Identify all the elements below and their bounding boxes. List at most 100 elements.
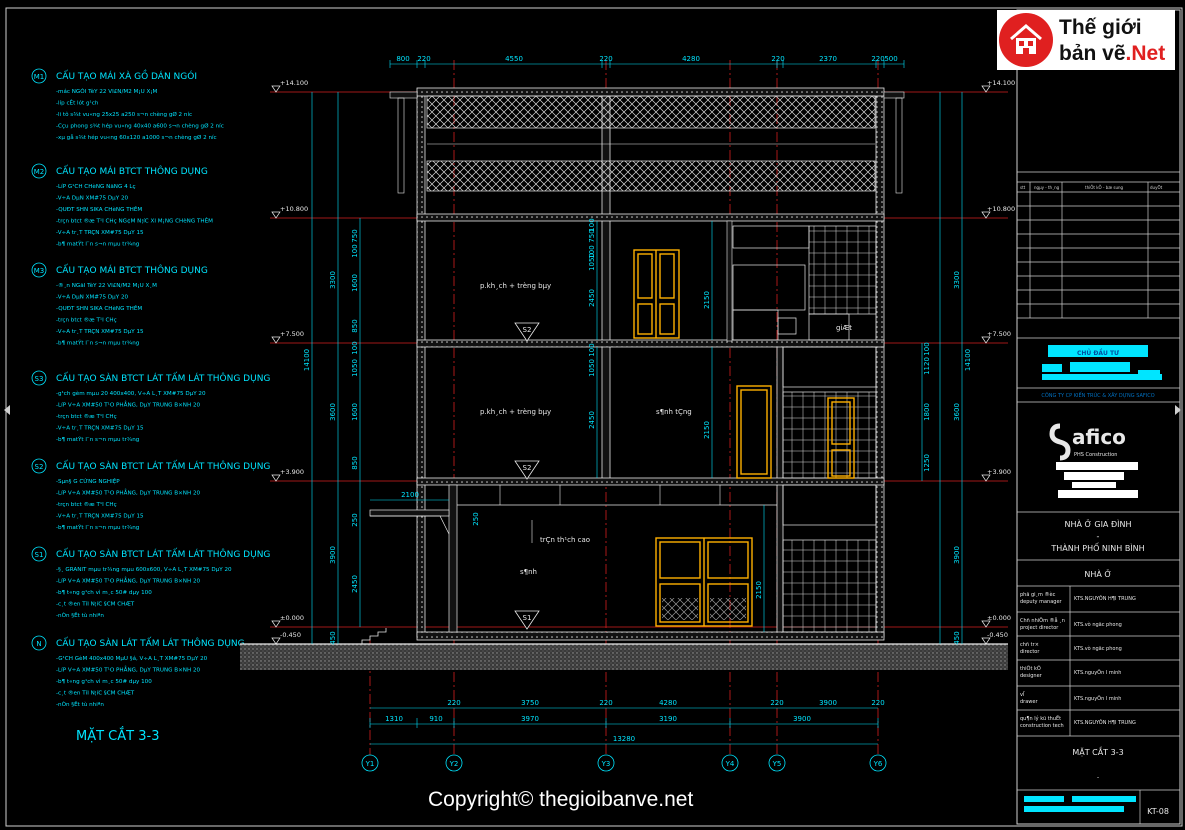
bottom-total-dim: 13280 <box>613 735 635 743</box>
legend-tag: S1 <box>35 551 44 559</box>
project-dash: - <box>1097 532 1100 541</box>
axis-label: Y6 <box>873 760 883 768</box>
top-dim: 220 <box>417 55 430 63</box>
left-dim-floor1: 3900 <box>329 546 337 564</box>
interior-dim: 100 <box>588 343 596 356</box>
tb-header-col: thiÕt kÕ - bæ sung <box>1085 185 1124 190</box>
axis-label: Y3 <box>601 760 611 768</box>
drawing-title: MẶT CẮT 3-3 <box>1072 745 1123 758</box>
legend-line: -LíP V÷A XM#50 T¹O PHẲNG, DµY TRUNG B×NH… <box>56 666 201 674</box>
logo-line2: bản vẽ.Net <box>1059 42 1166 65</box>
left-dim-base: 450 <box>329 631 337 644</box>
section-drawing: p.kh¸ch + trèng bµy giÆt p.kh¸ch + trèng… <box>240 60 1008 755</box>
legend-line: -c¸t ®en T­íI N¦íC §CM CHÆT <box>56 601 135 608</box>
tb-header-col: duyÖt <box>1150 185 1163 190</box>
legend-tag-circle <box>31 546 47 562</box>
left-stack-f2: 850 <box>351 456 359 469</box>
interior-dim: 2450 <box>588 289 596 307</box>
interior-dim: 100 <box>588 218 596 231</box>
bottom-dim-row1: 220 <box>871 699 884 707</box>
tb-role: Chñ nhiÖm ®å ¸n <box>1020 617 1065 624</box>
sheet-number: KT-08 <box>1147 807 1169 816</box>
bottom-dim-row1: 220 <box>447 699 460 707</box>
legend-line: -nÒn §Êt tù nhiªn <box>56 611 104 619</box>
logo-line1: Thế giới <box>1059 16 1142 39</box>
legend-tag: M1 <box>34 73 45 81</box>
interior-dim: 100 <box>588 245 596 258</box>
legend-line: -líp cÊt lót g¹ch <box>56 99 99 107</box>
top-dim: 500 <box>884 55 897 63</box>
axis-label: Y1 <box>365 760 375 768</box>
legend-line: -V÷A DµN XM#75 DµY 20 <box>56 295 128 301</box>
tb-role: chñ tr× <box>1020 642 1039 648</box>
legend-line: -V÷A tr¸T TRÇN XM#75 DµY 15 <box>56 230 144 236</box>
legend-tag: M2 <box>34 168 45 176</box>
legend-line: -b¶ matÝt l¨n s¬n mµu tr¾ng <box>56 436 140 443</box>
room-label-f3-left: p.kh¸ch + trèng bµy <box>480 282 551 290</box>
tb-person: KTS.NGUYÔN H¶I TRUNG <box>1074 595 1136 602</box>
legend-line: -li tô s¾t vu«ng 25x25 a250 s¬n chèng gØ… <box>56 111 192 118</box>
axis-bubble <box>597 754 615 772</box>
legend-title: CẤU TẠO SÀN BTCT LÁT TẤM LÁT THÔNG DỤNG <box>56 460 270 472</box>
level-left: +3.900 <box>280 468 304 476</box>
level-right: +3.900 <box>987 468 1011 476</box>
site-logo: Thế giới bản vẽ.Net <box>997 10 1175 70</box>
ground-hatch <box>240 644 1008 670</box>
axis-label: Y4 <box>725 760 735 768</box>
legend-line: -Sµn§ G CỨNG NGHIỆP <box>56 477 120 485</box>
legend-line: -b¶ matÝt l¨n s¬n mµu tr¾ng <box>56 524 140 531</box>
left-stack-f3: 1600 <box>351 274 359 292</box>
level-left: +7.500 <box>280 330 304 338</box>
legend-line: -b¶ matÝt l¨n s¬n mµu tr¾ng <box>56 241 140 248</box>
legend-tag: S3 <box>35 375 44 383</box>
right-dim-floor1: 3900 <box>953 546 961 564</box>
left-stack-f1: 2450 <box>351 575 359 593</box>
tb-person: KTS.vò ngäc phong <box>1074 621 1122 628</box>
door-floor2-mid <box>736 385 772 479</box>
left-stack-f2: 1050 <box>351 359 359 377</box>
tb-role-en: drawer <box>1020 699 1038 705</box>
left-stack-f1: 250 <box>351 513 359 526</box>
bottom-dim-row1: 220 <box>599 699 612 707</box>
right-stack-f2: 100 <box>923 342 931 355</box>
left-stack-f3: 750 <box>351 229 359 242</box>
legend-title: CẤU TẠO SÀN BTCT LÁT TẤM LÁT THÔNG DỤNG <box>56 372 270 384</box>
right-stack-f2: 1800 <box>923 403 931 421</box>
legend-title: CẤU TẠO MÁI BTCT THÔNG DỤNG <box>56 165 208 177</box>
section-title: MẶT CẮT 3-3 <box>76 727 159 744</box>
interior-dim: 2150 <box>703 421 711 439</box>
tb-role-en: project director <box>1020 625 1059 631</box>
door-floor2-right <box>827 397 855 479</box>
interior-dim: 750 <box>588 229 596 242</box>
interior-dim: 1050 <box>588 359 596 377</box>
legend-tag-circle <box>31 163 47 179</box>
tb-person: KTS.nguyÔn l­ minh <box>1074 695 1121 702</box>
bottom-dim-row1: 3900 <box>819 699 837 707</box>
brand-sub: PHS Construction <box>1074 452 1117 458</box>
legend-line: -QUÐT SHN SIKA CHèNG THÊM <box>56 304 142 312</box>
right-dim-base: 450 <box>953 631 961 644</box>
bottom-dim-row2: 3190 <box>659 715 677 723</box>
legend-line: -LíP V÷A XM#50 T¹O PHẲNG, DµY TRUNG B×NH… <box>56 577 201 585</box>
legend-title: CẤU TẠO MÁI XÀ GỒ DÁN NGÓI <box>56 69 197 82</box>
legend-title: CẤU TẠO SÀN LÁT TẤM LÁT THÔNG DỤNG <box>56 637 245 649</box>
left-dim-floor2: 3600 <box>329 403 337 421</box>
tb-person: KTS.nguyÔn l­ minh <box>1074 669 1121 676</box>
axis-bubble <box>768 754 786 772</box>
interior-dim: 2150 <box>703 291 711 309</box>
right-dim-floor3: 3300 <box>953 271 961 289</box>
axis-bubble <box>721 754 739 772</box>
level-right: +14.100 <box>987 79 1015 87</box>
axis-label: Y5 <box>772 760 782 768</box>
top-dim: 4280 <box>682 55 700 63</box>
room-label-f2-mid: s¶nh tÇng <box>656 408 692 416</box>
section-marker-s2-upper: S2 <box>523 326 532 334</box>
tb-header-col: ngµy - th¸ng <box>1034 185 1060 190</box>
legend-line: -trçn btct ®æ T¹I CHç <box>56 501 117 508</box>
right-dim-overall: 14100 <box>964 349 972 371</box>
legend-tag: S2 <box>35 463 44 471</box>
drawing-title-dot: . <box>1097 771 1100 780</box>
